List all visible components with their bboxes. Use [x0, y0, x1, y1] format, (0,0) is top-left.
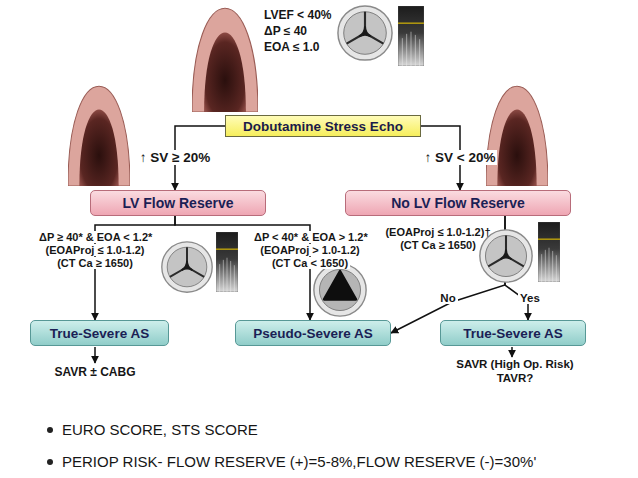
doppler-image — [398, 6, 424, 66]
doppler-image — [538, 222, 560, 282]
process-box: No LV Flow Reserve — [345, 190, 571, 216]
leader-arrow — [94, 347, 96, 363]
criteria-text: LVEF < 40% — [264, 8, 354, 22]
node-text: Pseudo-Severe AS — [253, 326, 373, 341]
outcome-box: True-Severe AS — [30, 320, 169, 346]
edge-label-box: ΔP < 40* & EOA > 1.2* (EOAProj > 1.0-1.2… — [252, 231, 368, 271]
edge-label: ↑ SV ≥ 20% — [138, 150, 212, 165]
ventricle-image — [486, 86, 548, 186]
treatment-text: SAVR (High Op. Risk) — [445, 358, 585, 372]
ventricle-image — [192, 8, 258, 112]
treatment-text: TAVR? — [445, 372, 585, 386]
valve-image — [314, 264, 366, 316]
leader-arrow — [511, 347, 513, 357]
valve-image — [162, 242, 212, 292]
edge-label-box: ↑ SV ≥ 20% — [115, 150, 235, 166]
doppler-image — [216, 232, 238, 292]
valve-image — [338, 6, 392, 60]
criteria-text: (EOAProj ≤ 1.0-1.2)† (CT Ca ≥ 1650) — [380, 226, 496, 252]
edge-label-box: Yes — [510, 292, 550, 306]
edge-label-box: ↑ SV < 20% — [400, 150, 520, 166]
edge-label-box: ΔP ≥ 40* & EOA < 1.2* (EOAProj ≤ 1.0-1.2… — [37, 231, 153, 271]
node-text: Dobutamine Stress Echo — [243, 119, 403, 134]
edge-label: ↑ SV < 20% — [423, 150, 498, 165]
edge-label: ΔP ≥ 40* & EOA < 1.2* (EOAProj ≤ 1.0-1.2… — [37, 231, 154, 269]
outcome-box: True-Severe AS — [440, 320, 586, 346]
outcome-box: Pseudo-Severe AS — [235, 320, 391, 346]
bullet-text: PERIOP RISK- FLOW RESERVE (+)=5-8%,FLOW … — [62, 453, 632, 471]
node-text: LV Flow Reserve — [122, 195, 233, 211]
bullet-dot — [47, 427, 53, 433]
process-box: LV Flow Reserve — [90, 190, 266, 216]
edge-label: Yes — [518, 292, 542, 304]
treatment-text: SAVR ± CABG — [35, 365, 155, 379]
node-text: True-Severe AS — [50, 326, 149, 341]
edge-label: No — [438, 292, 457, 304]
edge-label-box: No — [428, 292, 468, 306]
edge-label: ΔP < 40* & EOA > 1.2* (EOAProj > 1.0-1.2… — [252, 231, 370, 269]
node-text: No LV Flow Reserve — [391, 195, 525, 211]
ventricle-image — [68, 86, 130, 186]
process-box: Dobutamine Stress Echo — [225, 115, 421, 137]
node-text: True-Severe AS — [463, 326, 562, 341]
bullet-text: EURO SCORE, STS SCORE — [62, 421, 622, 439]
criteria-text: EOA ≤ 1.0 — [264, 40, 354, 54]
bullet-dot — [47, 459, 53, 465]
criteria-text: ΔP ≤ 40 — [264, 24, 354, 38]
